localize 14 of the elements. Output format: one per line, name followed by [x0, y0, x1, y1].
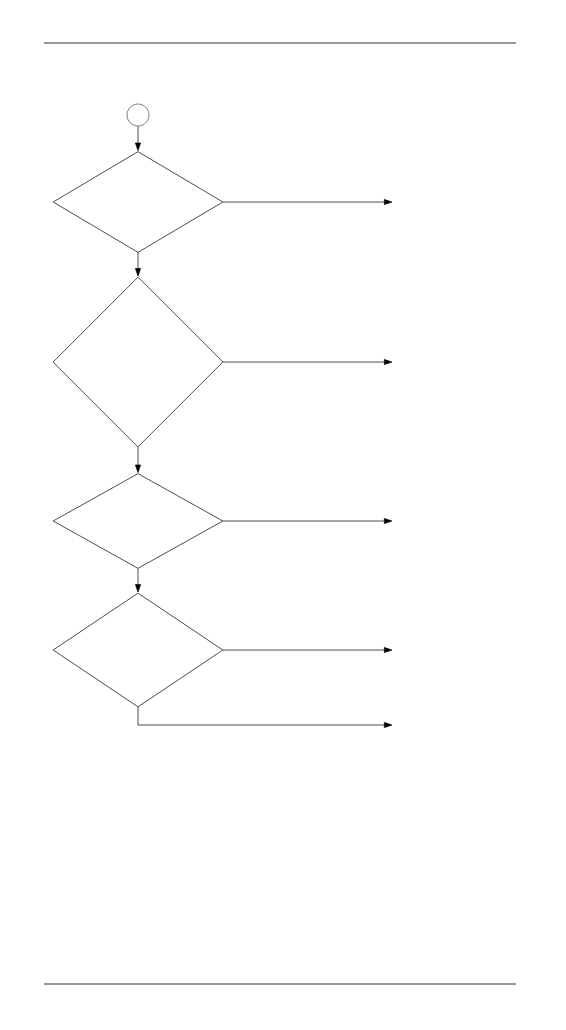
arrow [135, 252, 141, 277]
arrow [135, 446, 141, 473]
decision-diamond [52, 473, 224, 569]
arrow [135, 125, 141, 151]
arrow [222, 518, 393, 524]
arrow [137, 706, 393, 728]
arrow [222, 359, 393, 365]
start-circle [126, 103, 150, 127]
arrow [222, 647, 393, 653]
decision-diamond [52, 592, 224, 708]
decision-diamond [52, 276, 224, 448]
arrow [135, 568, 141, 593]
arrow [222, 199, 393, 205]
decision-diamond [52, 151, 224, 253]
